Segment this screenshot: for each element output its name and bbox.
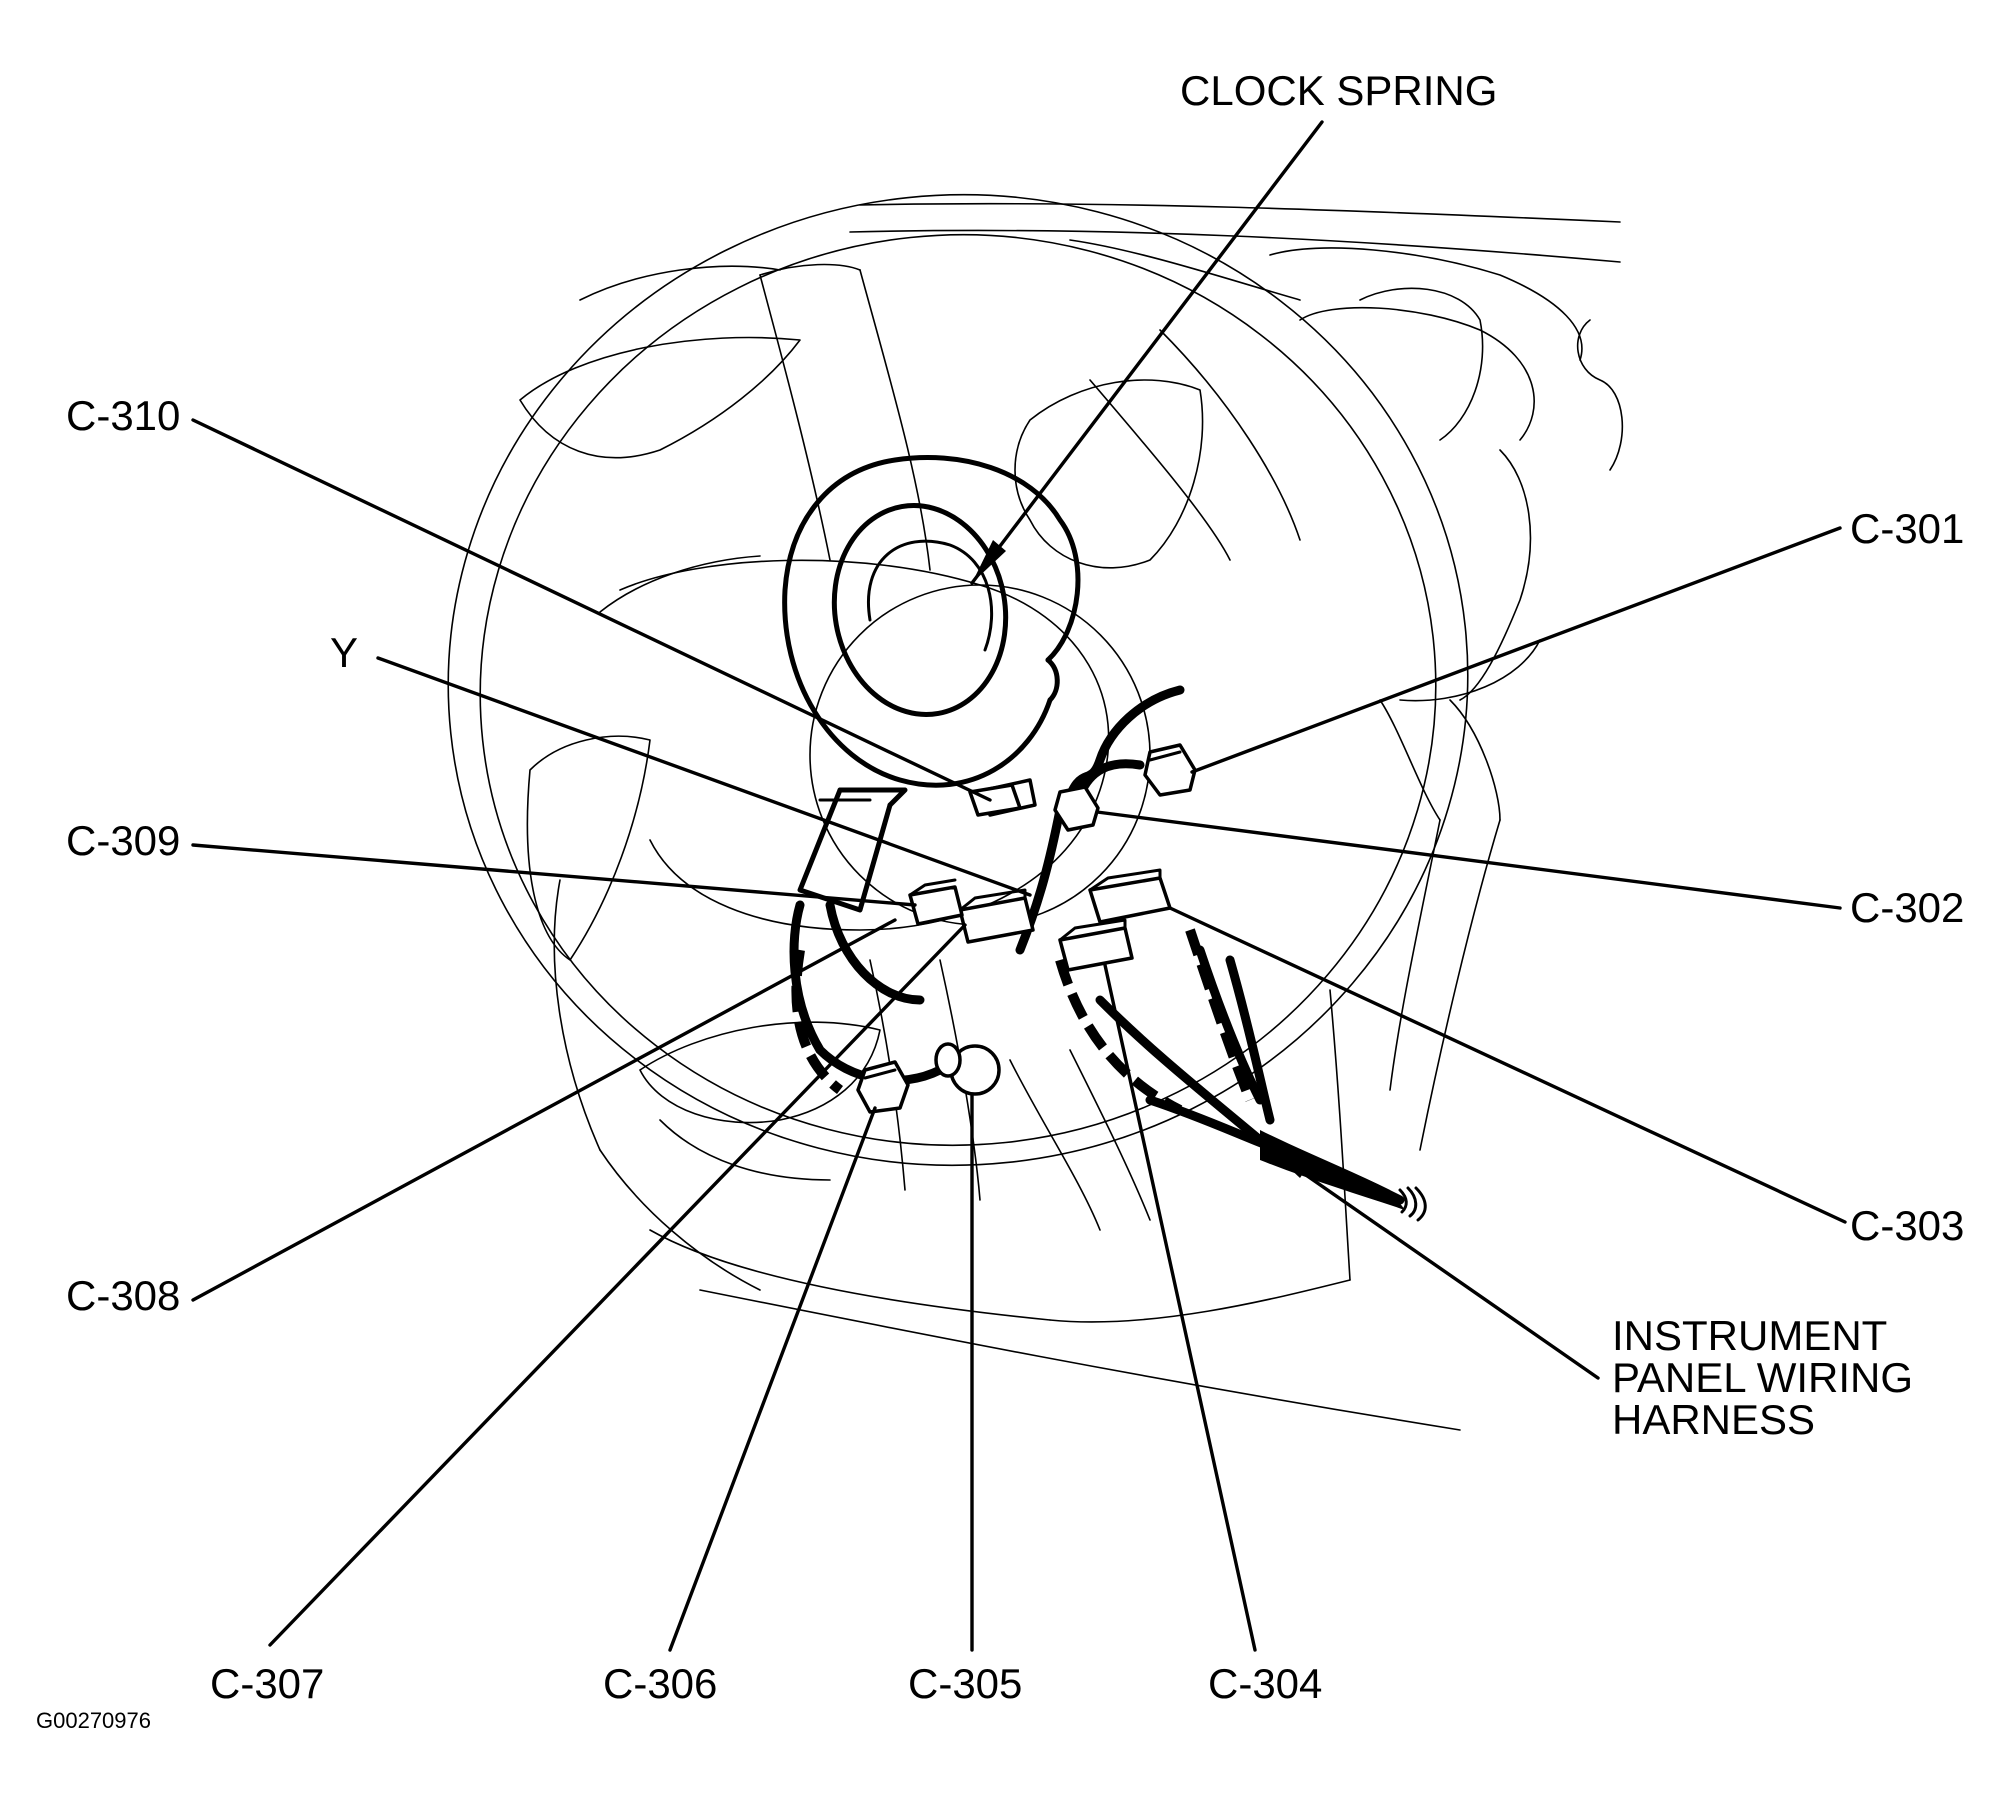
leader-c308 — [191, 918, 897, 1302]
labels: CLOCK SPRING C-310 Y C-309 C-308 C-307 C… — [36, 67, 1964, 1733]
figure-id: G00270976 — [36, 1708, 151, 1733]
connector-c302 — [1053, 785, 1100, 832]
arrowhead-clock-spring — [972, 540, 1006, 583]
leader-c301 — [1190, 526, 1842, 774]
connector-y — [958, 888, 1035, 944]
label-c310: C-310 — [66, 392, 180, 439]
leader-c310 — [191, 418, 992, 802]
harness-wires — [789, 685, 1427, 1222]
label-harness-line3: HARNESS — [1612, 1396, 1815, 1443]
leader-c307 — [268, 923, 967, 1647]
label-y: Y — [330, 629, 358, 676]
leader-clock-spring — [970, 120, 1324, 585]
connectors — [856, 743, 1197, 1114]
label-c301: C-301 — [1850, 505, 1964, 552]
label-c308: C-308 — [66, 1272, 180, 1319]
label-c302: C-302 — [1850, 884, 1964, 931]
connector-c303 — [1088, 868, 1172, 924]
label-c306: C-306 — [603, 1660, 717, 1707]
connector-c309 — [908, 878, 964, 926]
leader-c303 — [1168, 906, 1847, 1224]
connector-c305 — [934, 1042, 1001, 1096]
leader-harness — [1268, 1148, 1600, 1380]
leader-c306 — [668, 1106, 877, 1652]
connector-c301 — [1143, 743, 1197, 797]
leader-y — [376, 656, 1032, 897]
label-c305: C-305 — [908, 1660, 1022, 1707]
leader-c309 — [191, 843, 917, 907]
leader-lines — [191, 120, 1847, 1652]
label-harness-line2: PANEL WIRING — [1612, 1354, 1913, 1401]
connector-c306 — [856, 1060, 910, 1114]
label-c309: C-309 — [66, 817, 180, 864]
leader-c304 — [1103, 963, 1257, 1652]
label-c307: C-307 — [210, 1660, 324, 1707]
label-clock-spring: CLOCK SPRING — [1180, 67, 1497, 114]
leader-c302 — [1095, 810, 1842, 910]
clock-spring — [782, 455, 1081, 913]
connector-c304 — [1058, 918, 1134, 972]
label-c303: C-303 — [1850, 1202, 1964, 1249]
label-c304: C-304 — [1208, 1660, 1322, 1707]
connector-c310 — [968, 783, 1022, 817]
label-harness-line1: INSTRUMENT — [1612, 1312, 1887, 1359]
arrowhead-harness — [1270, 1150, 1310, 1178]
